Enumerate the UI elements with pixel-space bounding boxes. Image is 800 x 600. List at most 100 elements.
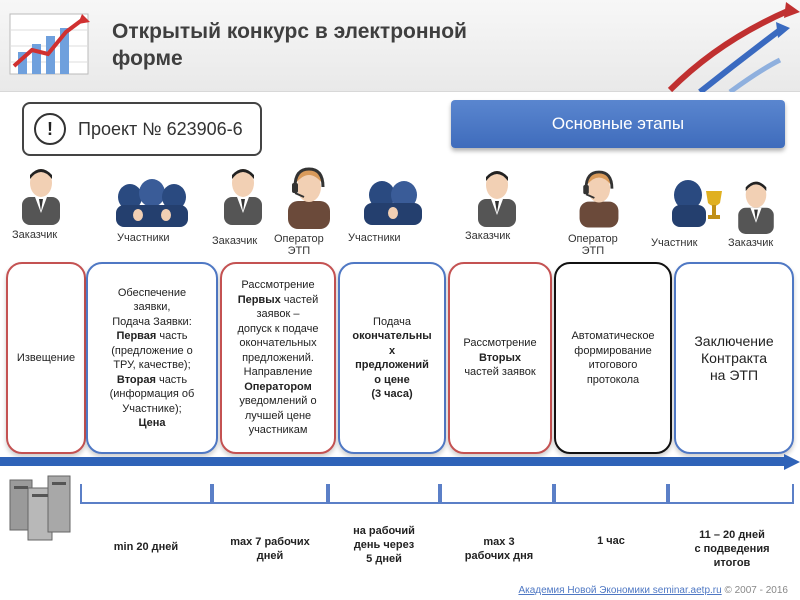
stage-application: Обеспечение заявки, Подача Заявки: Перва… <box>86 262 218 454</box>
role-operator-2-line2: ЭТП <box>581 245 605 257</box>
s3-l11: участникам <box>248 424 308 437</box>
s5-l3: частей заявок <box>464 366 536 379</box>
s3-l9: уведомлений о <box>239 395 317 408</box>
duration-2: max 7 рабочих дней <box>214 535 326 563</box>
participants-pair-icon <box>364 181 422 225</box>
s2-l4-bold: Первая <box>116 330 157 342</box>
duration-5: 1 час <box>597 535 625 547</box>
title-line-1: Открытый конкурс в электронной <box>112 20 467 43</box>
stage-protocol-text: Автоматическое формирование итогового пр… <box>567 329 658 387</box>
duration-bracket-1 <box>80 484 212 504</box>
businessman-icon <box>224 169 262 225</box>
title-line-2: форме <box>112 47 183 70</box>
s5-l1: Рассмотрение <box>463 337 537 350</box>
s4-l6: (3 часа) <box>352 387 431 402</box>
duration-6-line1: 11 – 20 дней <box>699 529 765 541</box>
stage-first-review-text: Рассмотрение Первых частей заявок – допу… <box>233 278 322 438</box>
stage-second-review-text: Рассмотрение Вторых частей заявок <box>459 336 540 380</box>
role-operator-1: Оператор ЭТП <box>274 233 324 257</box>
role-customer-3: Заказчик <box>465 230 511 242</box>
s3-l1: Рассмотрение <box>241 279 315 292</box>
s2-l10: Цена <box>110 416 195 431</box>
duration-bracket-2 <box>212 484 328 504</box>
s3-l2: Первых частей <box>237 293 319 308</box>
header: Открытый конкурс в электронной форме <box>0 0 800 92</box>
stage-contract: Заключение Контракта на ЭТП <box>674 262 794 454</box>
s4-l6-bold: (3 часа) <box>371 388 413 400</box>
s2-l1: Обеспечение <box>117 286 187 299</box>
s2-l6: ТРУ, качестве); <box>113 359 191 371</box>
s6-l3: итогового <box>588 359 638 371</box>
stage-final-offers-text: Подача окончательны х предложений о цене… <box>348 315 435 402</box>
alert-icon: ! <box>34 113 66 145</box>
s7-l3: на ЭТП <box>709 366 759 383</box>
stage-first-review: Рассмотрение Первых частей заявок – допу… <box>220 262 336 454</box>
duration-3-line3: 5 дней <box>366 553 402 565</box>
s5-l2: Вторых <box>463 351 536 366</box>
s4-l4-bold: предложений <box>355 359 429 371</box>
stage-contract-text: Заключение Контракта на ЭТП <box>690 333 777 384</box>
role-customer-1: Заказчик <box>12 229 58 241</box>
s3-l6: предложений. <box>242 351 314 364</box>
participants-group-icon <box>116 179 188 227</box>
s4-l2: окончательны <box>352 329 431 344</box>
businessman-icon <box>738 181 774 234</box>
s3-l8-bold: Оператором <box>244 380 312 393</box>
s4-l5: о цене <box>352 373 431 388</box>
role-operator-2: Оператор ЭТП <box>568 233 618 257</box>
footer: Академия Новой Экономики seminar.aetp.ru… <box>518 585 788 596</box>
s3-l2-rest: частей <box>280 293 319 306</box>
s6-l1: Автоматическое <box>571 330 655 342</box>
duration-3-line1: на рабочий <box>353 525 415 537</box>
role-participants-1: Участники <box>117 232 170 244</box>
s2-l4: Первая часть <box>110 329 195 344</box>
duration-6-line2: с подведения <box>694 543 770 555</box>
duration-3-line2: день через <box>353 539 415 551</box>
stage-second-review: Рассмотрение Вторых частей заявок <box>448 262 552 454</box>
footer-link[interactable]: Академия Новой Экономики seminar.aetp.ru <box>518 585 722 596</box>
role-customer-4: Заказчик <box>728 237 774 249</box>
role-operator-1-line1: Оператор <box>274 233 324 245</box>
s2-l5: (предложение о <box>111 344 193 357</box>
page-title: Открытый конкурс в электронной форме <box>112 18 532 72</box>
s4-l5-bold: о цене <box>374 373 410 386</box>
duration-6: 11 – 20 дней с подведения итогов <box>672 528 792 570</box>
businessman-icon <box>22 169 60 225</box>
timeline-arrow <box>0 454 800 470</box>
s2-l3: Подача Заявки: <box>112 315 192 328</box>
duration-bracket-3 <box>328 484 440 504</box>
s2-l7-bold: Вторая <box>116 373 156 386</box>
role-participant: Участник <box>651 237 698 249</box>
s2-l7-rest: часть <box>155 373 188 386</box>
s4-l2-bold: окончательны <box>352 330 432 342</box>
footer-copyright: © 2007 - 2016 <box>721 585 788 596</box>
s4-l1: Подача <box>373 315 411 328</box>
s6-l2: формирование <box>574 344 652 357</box>
stage-notice: Извещение <box>6 262 86 454</box>
arrows-decoration-icon <box>667 2 800 92</box>
project-box: ! Проект № 623906-6 <box>22 102 262 156</box>
project-label: Проект № 623906-6 <box>78 118 243 139</box>
role-participants-2: Участники <box>348 232 401 244</box>
s4-l3: х <box>352 344 431 359</box>
stages-header: Основные этапы <box>451 100 785 148</box>
stage-final-offers: Подача окончательны х предложений о цене… <box>338 262 446 454</box>
duration-bracket-4 <box>440 484 554 504</box>
growth-chart-icon <box>9 13 90 75</box>
stage-notice-text: Извещение <box>16 351 76 364</box>
operator-headset-icon <box>288 167 330 229</box>
s3-l10: лучшей цене <box>244 409 312 422</box>
s3-l5: окончательных <box>239 337 317 350</box>
s5-l2-bold: Вторых <box>478 351 521 364</box>
s4-l3-bold: х <box>388 344 396 357</box>
s3-l4: допуск к подаче <box>237 322 319 335</box>
s7-l2: Контракта <box>701 349 767 366</box>
duration-bracket-5 <box>554 484 668 504</box>
s6-l4: протокола <box>586 373 640 386</box>
duration-2-line1: max 7 рабочих <box>230 536 310 548</box>
operator-headset-icon <box>579 170 619 228</box>
s3-l7: Направление <box>243 366 313 379</box>
s2-l7: Вторая часть <box>110 373 195 388</box>
duration-6-line3: итогов <box>713 557 751 569</box>
duration-4: max 3 рабочих дня <box>444 535 554 563</box>
